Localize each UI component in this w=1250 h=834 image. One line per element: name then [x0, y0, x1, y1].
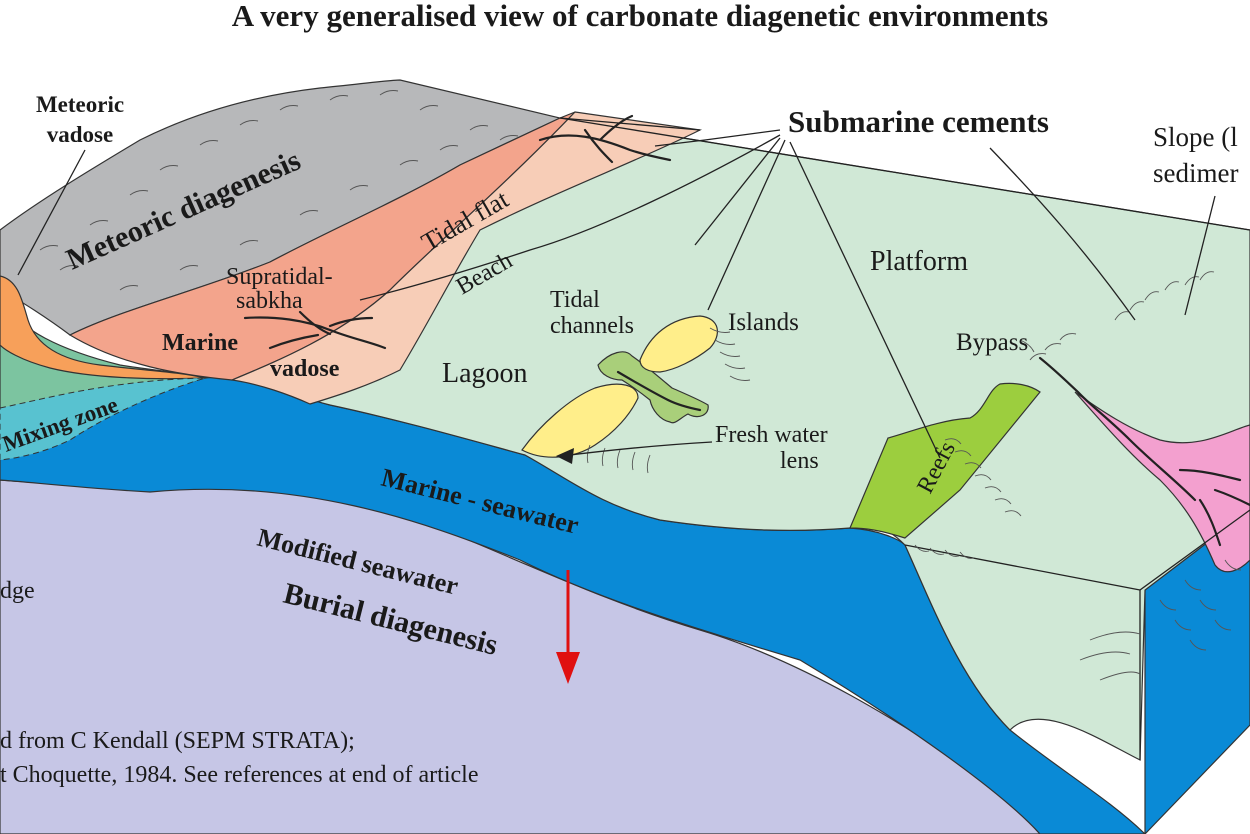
reef-body [849, 382, 1041, 539]
label-supratidal-2: sabkha [236, 288, 303, 314]
label-fresh-water-1: Fresh water [715, 422, 828, 448]
meteoric-lens [0, 275, 206, 380]
diagram-title: A very generalised view of carbonate dia… [232, 0, 1049, 33]
label-supratidal-1: Supratidal- [226, 264, 333, 290]
leader-lines [17, 129, 1216, 459]
label-slope-2: sedimer [1153, 158, 1238, 188]
label-lagoon: Lagoon [442, 358, 528, 389]
label-platform: Platform [870, 246, 968, 277]
label-submarine-cements: Submarine cements [788, 104, 1049, 139]
fracture-lines [243, 114, 1250, 547]
label-islands: Islands [728, 309, 799, 336]
credit-line-1: d from C Kendall (SEPM STRATA); [0, 728, 355, 754]
platform-surface [248, 117, 1250, 761]
label-marine: Marine [162, 330, 238, 356]
slope-fan [1074, 391, 1250, 573]
island-upper [639, 315, 718, 373]
label-tidal-channels-2: channels [550, 313, 634, 339]
fresh-water-arrowhead [556, 448, 574, 464]
label-bypass: Bypass [956, 329, 1028, 356]
label-slope-1: Slope (l [1153, 122, 1238, 152]
label-tidal-channels-1: Tidal [550, 287, 600, 313]
label-edge-fragment: dge [0, 578, 35, 604]
credit-line-2: t Choquette, 1984. See references at end… [0, 762, 478, 788]
surface-hatching [39, 90, 1242, 681]
tidal-flat-zone [229, 111, 702, 405]
label-meteoric-vadose-2: vadose [47, 122, 113, 147]
label-fresh-water-2: lens [780, 448, 819, 474]
mixing-zone [0, 377, 206, 461]
burial-arrow [556, 570, 580, 684]
label-meteoric-vadose-1: Meteoric [36, 92, 124, 117]
label-vadose: vadose [270, 356, 340, 382]
